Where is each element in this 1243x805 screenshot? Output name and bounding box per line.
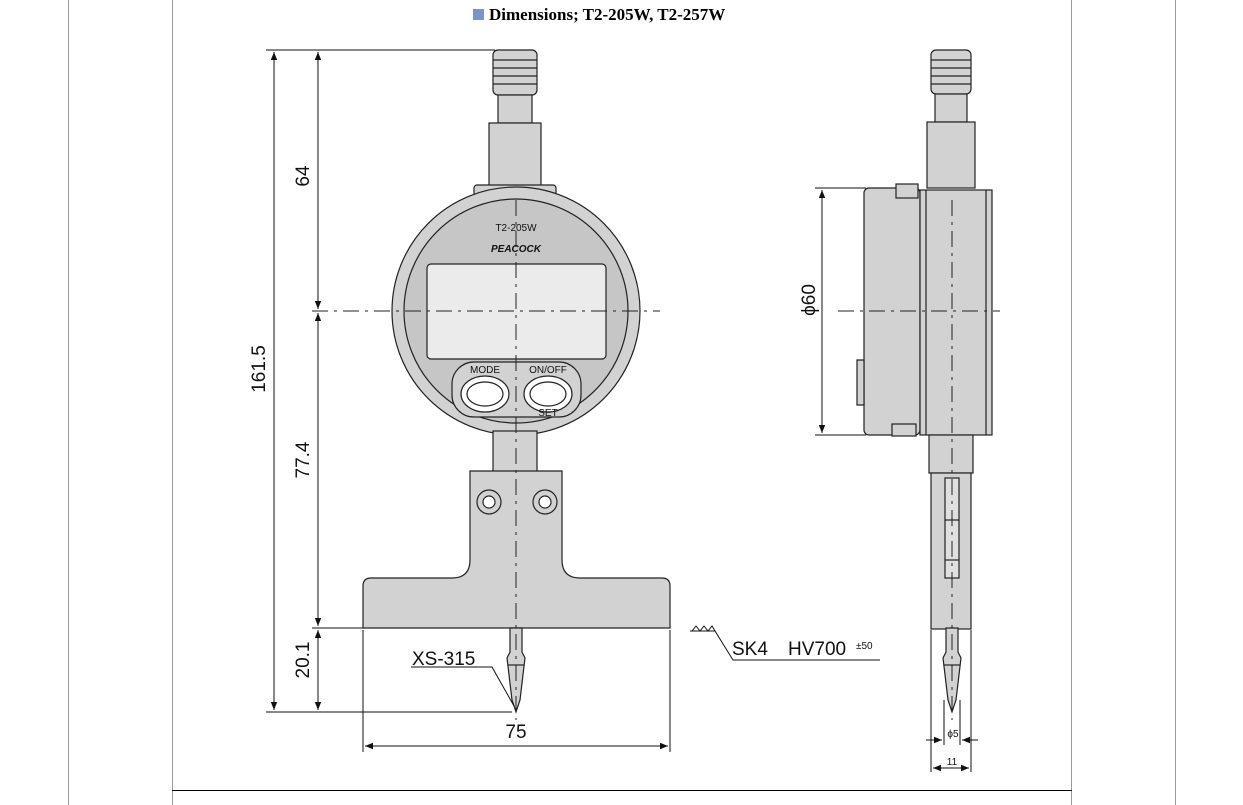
onoff-label: ON/OFF (529, 365, 567, 376)
side-stem-body (926, 121, 976, 189)
dim-base-width: 75 (505, 722, 526, 743)
set-label: SET (538, 408, 557, 419)
dim-diameter: ϕ60 (799, 284, 820, 316)
stem-cap (492, 49, 538, 96)
side-stem-neck (934, 93, 968, 123)
dim-middle-height: 77.4 (293, 441, 314, 478)
model-label: T2-205W (495, 223, 537, 234)
lower-stem (492, 430, 538, 474)
side-lower-stem (928, 434, 974, 474)
bullet-square-icon (473, 9, 484, 20)
brand-label: PEACOCK (491, 244, 542, 255)
dim-side-width: 11 (947, 757, 958, 768)
page-border-right-outer (1175, 0, 1176, 805)
page-border-right-inner (1071, 0, 1072, 805)
table-bottom-rule (172, 790, 1072, 791)
side-bezel-bottom (891, 423, 917, 437)
dim-lower-height: 20.1 (293, 642, 314, 679)
mode-label: MODE (470, 365, 500, 376)
page-border-left-inner (172, 0, 173, 805)
side-stem-cap (930, 49, 972, 95)
callout-hardness-tol: ±50 (856, 641, 873, 652)
dim-contact-dia: ϕ5 (947, 729, 959, 740)
side-view (856, 49, 993, 714)
callout-contact-point: XS-315 (412, 649, 475, 670)
callout-material: SK4 (732, 639, 768, 660)
page-title-text: Dimensions; T2-205W, T2-257W (489, 5, 726, 24)
side-main-body (919, 189, 993, 436)
page-border-left-outer (68, 0, 69, 805)
callout-hardness: HV700 (788, 639, 846, 660)
side-bezel-top (895, 183, 919, 199)
stem-body (488, 122, 542, 194)
stem-neck (497, 94, 533, 124)
surface-mark (690, 625, 716, 632)
lcd-window (426, 263, 607, 360)
dim-total-height: 161.5 (249, 345, 270, 393)
dim-upper-height: 64 (293, 165, 314, 187)
page-title: Dimensions; T2-205W, T2-257W (473, 5, 873, 25)
